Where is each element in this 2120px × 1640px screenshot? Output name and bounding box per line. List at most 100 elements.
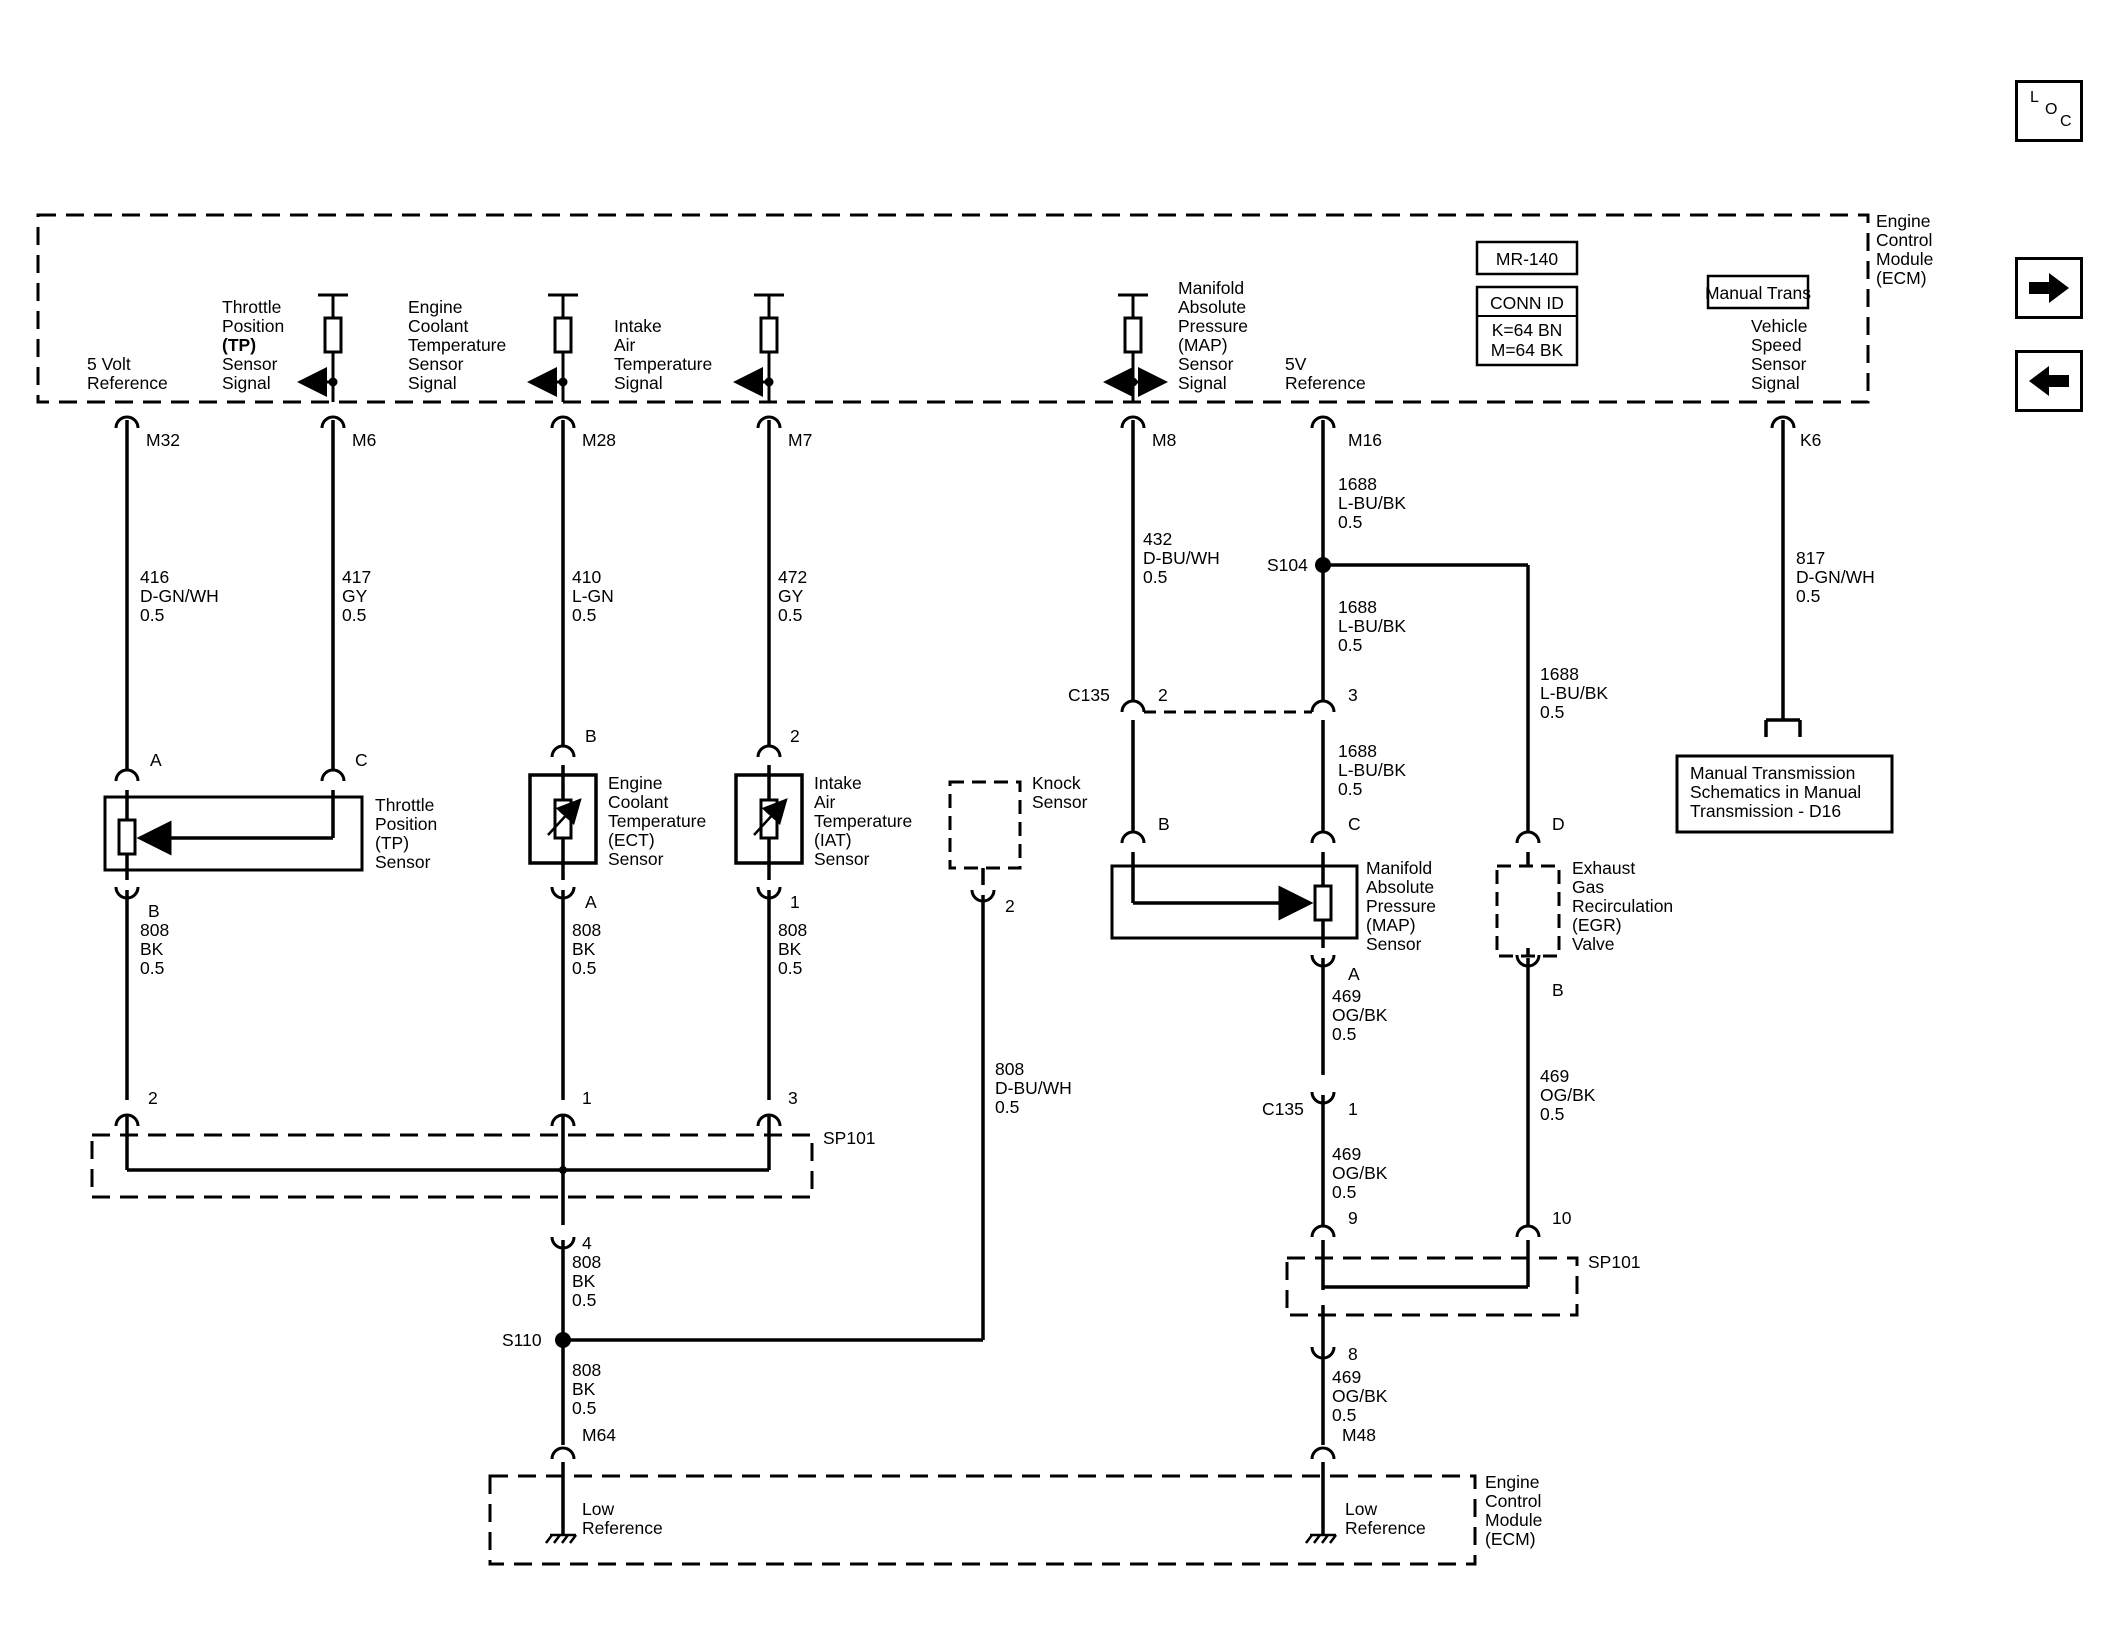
map-sensor-label: Manifold Absolute Pressure (MAP) Sensor — [1366, 858, 1436, 954]
ect-sensor: Engine Coolant Temperature (ECT) Sensor — [528, 765, 706, 880]
svg-text:Sensor: Sensor — [408, 354, 464, 374]
svg-text:469: 469 — [1332, 1367, 1361, 1387]
svg-text:Air: Air — [814, 792, 836, 812]
manual-trans-label: Manual Trans — [1705, 283, 1811, 303]
tp-sensor-label: Throttle Position (TP) Sensor — [375, 795, 437, 872]
splice-s104-label: S104 — [1267, 555, 1308, 575]
svg-text:Manual Transmission: Manual Transmission — [1690, 763, 1855, 783]
prev-page-button[interactable] — [2015, 350, 2083, 412]
map-pullup-resistor — [1103, 293, 1168, 402]
conn-id-title: CONN ID — [1490, 293, 1564, 313]
tp-sensor: Throttle Position (TP) Sensor — [103, 790, 437, 880]
svg-text:D: D — [1552, 814, 1565, 834]
loc-letter-o: O — [2045, 101, 2058, 118]
five-volt-reference-label: 5 Volt Reference — [87, 354, 168, 393]
svg-text:Signal: Signal — [614, 373, 663, 393]
knock-sensor: Knock Sensor — [948, 773, 1088, 885]
svg-text:L-BU/BK: L-BU/BK — [1338, 616, 1406, 636]
svg-text:A: A — [1348, 964, 1360, 984]
svg-text:Temperature: Temperature — [614, 354, 712, 374]
svg-text:808: 808 — [995, 1059, 1024, 1079]
svg-text:OG/BK: OG/BK — [1332, 1005, 1388, 1025]
svg-text:Vehicle: Vehicle — [1751, 316, 1807, 336]
low-reference-right: Low Reference — [1345, 1499, 1426, 1538]
map-signal-label: Manifold Absolute Pressure (MAP) Sensor … — [1178, 278, 1248, 393]
svg-text:GY: GY — [778, 586, 804, 606]
svg-text:Intake: Intake — [614, 316, 662, 336]
svg-text:2: 2 — [790, 726, 800, 746]
pin-letters: A C B B A 2 1 2 2 3 1 B C A D B 2 1 3 4 … — [148, 685, 1572, 1364]
svg-text:Coolant: Coolant — [608, 792, 668, 812]
ect-pullup-resistor — [527, 293, 578, 402]
svg-text:Position: Position — [375, 814, 437, 834]
svg-text:BK: BK — [572, 1271, 596, 1291]
svg-text:(EGR): (EGR) — [1572, 915, 1622, 935]
svg-text:(MAP): (MAP) — [1178, 335, 1228, 355]
ecm-bottom-box — [488, 1474, 1477, 1566]
svg-text:0.5: 0.5 — [140, 605, 164, 625]
svg-text:Engine: Engine — [608, 773, 663, 793]
splice-s110-dot — [555, 1332, 571, 1348]
svg-text:469: 469 — [1332, 1144, 1361, 1164]
svg-text:Engine: Engine — [1876, 211, 1931, 231]
pin-k6: K6 — [1800, 430, 1821, 450]
svg-text:Signal: Signal — [408, 373, 457, 393]
svg-text:Control: Control — [1485, 1491, 1541, 1511]
svg-text:BK: BK — [778, 939, 802, 959]
sp101-right-box — [1285, 1256, 1579, 1317]
iat-signal-label: Intake Air Temperature Signal — [614, 316, 712, 393]
svg-text:Sensor: Sensor — [1751, 354, 1807, 374]
svg-text:0.5: 0.5 — [342, 605, 366, 625]
svg-text:0.5: 0.5 — [572, 1290, 596, 1310]
svg-text:Transmission - D16: Transmission - D16 — [1690, 801, 1841, 821]
svg-text:(ECM): (ECM) — [1876, 268, 1927, 288]
conn-id-line-2: M=64 BK — [1491, 340, 1564, 360]
tp-pullup-resistor — [297, 293, 348, 402]
svg-text:Engine: Engine — [1485, 1472, 1540, 1492]
svg-text:808: 808 — [572, 920, 601, 940]
m48-label: M48 — [1342, 1425, 1376, 1445]
svg-text:1688: 1688 — [1338, 741, 1377, 761]
loc-letter-l: L — [2030, 89, 2039, 106]
svg-text:Module: Module — [1876, 249, 1933, 269]
map-sensor: Manifold Absolute Pressure (MAP) Sensor — [1110, 852, 1436, 954]
svg-text:Temperature: Temperature — [608, 811, 706, 831]
svg-text:(ECM): (ECM) — [1485, 1529, 1536, 1549]
svg-text:Sensor: Sensor — [1366, 934, 1422, 954]
svg-text:D-GN/WH: D-GN/WH — [1796, 567, 1875, 587]
svg-text:817: 817 — [1796, 548, 1825, 568]
svg-text:432: 432 — [1143, 529, 1172, 549]
egr-valve-label: Exhaust Gas Recirculation (EGR) Valve — [1572, 858, 1673, 954]
next-page-button[interactable] — [2015, 257, 2083, 319]
svg-text:Reference: Reference — [87, 373, 168, 393]
vss-signal-label: Vehicle Speed Sensor Signal — [1751, 316, 1807, 393]
connector-cups — [114, 415, 1796, 1460]
svg-text:(TP): (TP) — [375, 833, 409, 853]
svg-text:L-BU/BK: L-BU/BK — [1338, 760, 1406, 780]
svg-text:2: 2 — [148, 1088, 158, 1108]
svg-text:BK: BK — [140, 939, 164, 959]
svg-text:Sensor: Sensor — [608, 849, 664, 869]
svg-text:5V: 5V — [1285, 354, 1307, 374]
svg-text:B: B — [585, 726, 597, 746]
iat-sensor-label: Intake Air Temperature (IAT) Sensor — [814, 773, 912, 869]
ecm-label: Engine Control Module (ECM) — [1876, 211, 1933, 288]
svg-text:GY: GY — [342, 586, 368, 606]
low-reference-left: Low Reference — [582, 1499, 663, 1538]
svg-text:0.5: 0.5 — [1143, 567, 1167, 587]
svg-text:0.5: 0.5 — [1338, 512, 1362, 532]
svg-text:Temperature: Temperature — [814, 811, 912, 831]
svg-text:Air: Air — [614, 335, 636, 355]
svg-text:3: 3 — [1348, 685, 1358, 705]
loc-button[interactable]: L O C — [2015, 80, 2083, 142]
svg-text:Pressure: Pressure — [1366, 896, 1436, 916]
svg-text:Low: Low — [582, 1499, 614, 1519]
svg-text:0.5: 0.5 — [1796, 586, 1820, 606]
